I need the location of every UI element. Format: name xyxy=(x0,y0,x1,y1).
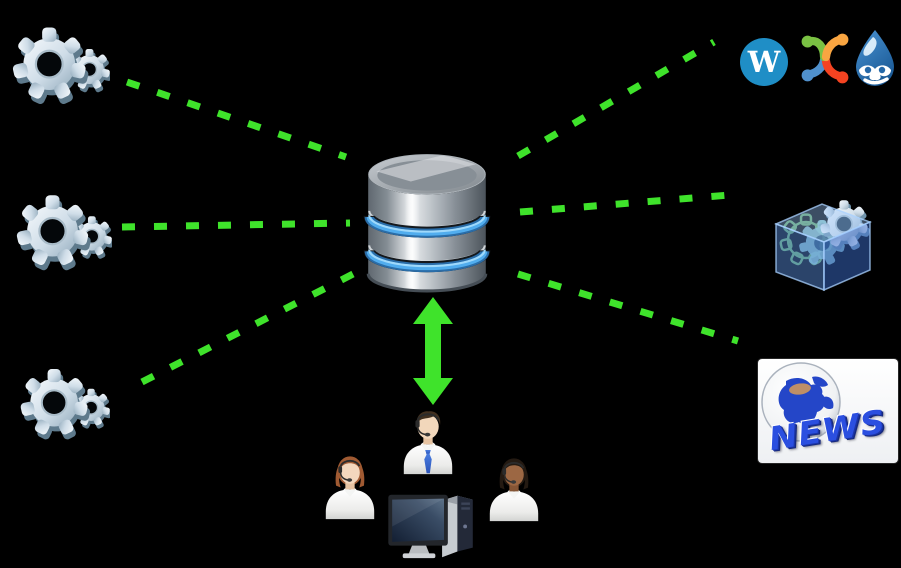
gears-icon xyxy=(18,364,110,443)
svg-text:W: W xyxy=(747,45,781,79)
joomla-icon xyxy=(801,33,849,84)
connector-gears-middle xyxy=(121,219,351,231)
module-box-gears-icon xyxy=(774,200,872,292)
connector-news xyxy=(516,270,740,345)
wordpress-icon: W xyxy=(740,38,788,86)
globe-icon xyxy=(761,362,841,442)
gears-icon xyxy=(14,190,112,274)
connector-gears-bottom xyxy=(140,268,359,386)
connector-module-box xyxy=(519,190,743,216)
desktop-computer-icon xyxy=(388,494,473,559)
drupal-icon xyxy=(856,30,894,86)
support-woman-right-icon xyxy=(486,456,542,523)
sync-double-arrow-icon xyxy=(413,297,453,405)
support-man-icon xyxy=(400,409,456,476)
news-globe-icon: NEWS xyxy=(758,359,898,463)
connector-cms-logos xyxy=(516,38,716,160)
connector-gears-top xyxy=(125,78,348,161)
support-woman-left-icon xyxy=(322,454,378,521)
database-icon xyxy=(363,154,491,293)
gears-icon xyxy=(10,22,110,108)
